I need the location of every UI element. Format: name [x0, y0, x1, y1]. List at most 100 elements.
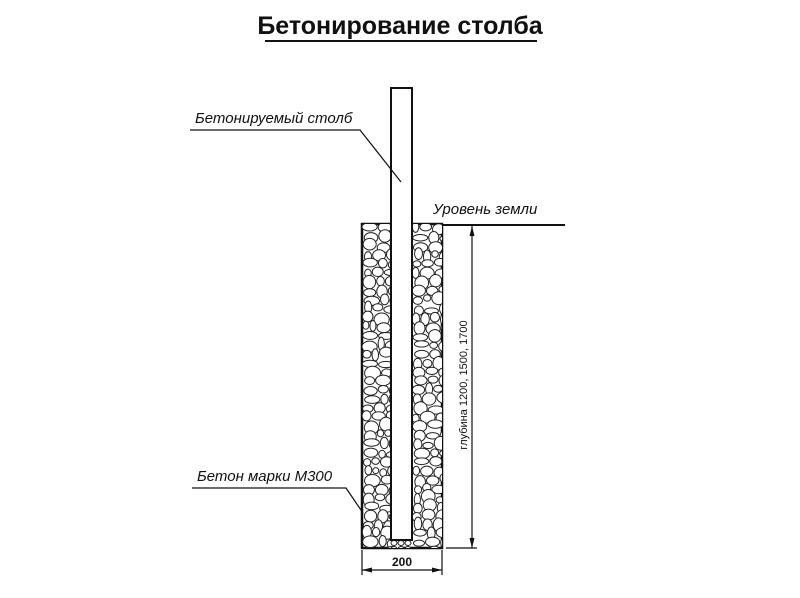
stone — [412, 551, 426, 557]
stone — [364, 395, 381, 404]
stone — [427, 419, 442, 429]
stone — [362, 274, 377, 290]
stone — [431, 250, 439, 258]
stone — [404, 540, 412, 546]
stone — [439, 313, 442, 326]
stone — [412, 539, 426, 547]
post-label: Бетонируемый столб — [195, 110, 353, 127]
stone — [440, 350, 442, 357]
stone — [362, 331, 379, 340]
stone — [427, 375, 439, 384]
stone — [414, 485, 423, 495]
stone — [438, 367, 442, 378]
stone — [369, 319, 377, 332]
stone — [412, 333, 429, 342]
stone — [411, 384, 426, 395]
stone — [442, 545, 455, 558]
stone — [438, 375, 442, 386]
stone — [363, 386, 378, 396]
stone — [435, 527, 442, 539]
stone — [362, 224, 378, 232]
stone — [414, 349, 430, 359]
stone — [431, 484, 442, 495]
stone — [429, 341, 439, 349]
stone — [421, 392, 437, 406]
stone — [362, 535, 379, 548]
concrete-leader — [192, 487, 364, 514]
stone — [413, 340, 430, 348]
stone — [438, 285, 442, 294]
stone — [363, 509, 378, 523]
stone — [425, 536, 441, 548]
stone — [379, 436, 389, 450]
stone — [414, 247, 423, 260]
stone — [433, 384, 442, 393]
stone — [421, 508, 436, 521]
stone — [438, 341, 442, 352]
stone — [419, 224, 433, 232]
stone — [377, 257, 388, 269]
stone — [430, 448, 440, 458]
stone — [397, 540, 405, 546]
stone — [380, 393, 389, 405]
stone — [423, 294, 432, 302]
stone — [362, 257, 378, 268]
stone — [371, 348, 380, 362]
stone — [371, 526, 381, 538]
stone — [362, 310, 374, 323]
stone — [420, 465, 434, 477]
stone — [431, 291, 442, 306]
stone — [414, 375, 428, 386]
stone — [433, 466, 442, 479]
stone — [363, 438, 380, 447]
stone — [397, 546, 405, 548]
stone — [379, 293, 390, 306]
stone — [413, 516, 423, 531]
stone — [429, 545, 440, 548]
stone — [378, 535, 387, 548]
stone — [412, 502, 423, 514]
stone — [413, 528, 427, 537]
stone — [363, 447, 379, 458]
post-leader — [190, 129, 402, 183]
stone — [413, 447, 431, 460]
stone — [376, 429, 385, 438]
stone — [377, 384, 389, 394]
stone — [429, 273, 442, 288]
concrete-label: Бетон марки М300 — [197, 468, 333, 485]
stone — [364, 465, 373, 476]
stone — [376, 276, 385, 287]
stone — [429, 456, 442, 467]
depth-label: глубина 1200, 1500, 1700 — [458, 320, 470, 449]
stone — [363, 288, 377, 298]
stone — [422, 441, 434, 450]
stone — [363, 458, 372, 467]
stone — [364, 547, 370, 548]
stone — [364, 501, 380, 511]
stone — [422, 358, 433, 368]
stone — [432, 356, 442, 371]
stone — [390, 546, 398, 548]
stone — [425, 475, 440, 486]
stone — [404, 546, 412, 548]
stone — [390, 540, 398, 546]
stone — [364, 376, 376, 386]
stone — [439, 235, 442, 242]
ground-label: Уровень земли — [432, 201, 538, 218]
stone — [425, 432, 440, 440]
stone — [413, 457, 430, 466]
stone — [412, 260, 422, 268]
depth-dimension — [446, 226, 477, 549]
stone — [377, 509, 389, 524]
stone — [429, 311, 440, 323]
stone — [372, 467, 380, 475]
post — [390, 87, 413, 541]
width-dimension — [361, 550, 443, 575]
stone — [436, 391, 442, 404]
stone — [411, 284, 426, 297]
stone — [440, 537, 442, 548]
stone — [428, 329, 442, 343]
stone — [372, 303, 384, 312]
stone — [371, 457, 380, 465]
